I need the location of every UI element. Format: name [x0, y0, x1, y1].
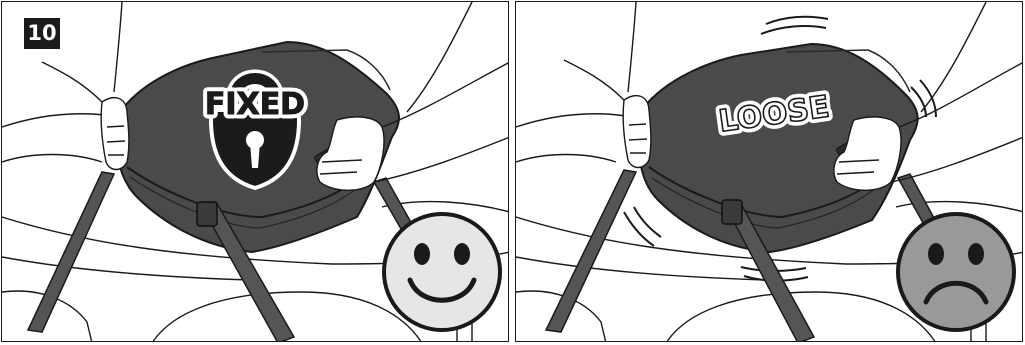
strap-buckle: [196, 201, 218, 227]
smiley-face-icon: [382, 212, 502, 332]
padlock-icon: [208, 69, 302, 191]
arm-left: [563, 59, 625, 101]
step-number-badge: 10: [24, 18, 60, 49]
hand-left: [100, 96, 130, 171]
bag-body: [637, 42, 919, 254]
strap-buckle: [721, 199, 743, 225]
hands: [563, 59, 1022, 191]
arm-left: [41, 61, 103, 103]
strap-left: [544, 169, 638, 333]
arm-right: [381, 62, 508, 128]
hand-right: [316, 116, 385, 191]
fixed-label-outline: FIXED: [205, 87, 305, 122]
fixed-illustration: FIXED FIXED: [2, 2, 508, 341]
strap-left: [26, 171, 116, 333]
arm-right: [898, 62, 1022, 128]
straps: [544, 169, 948, 341]
panel-fixed: FIXED FIXED 10: [1, 1, 509, 342]
hands: [41, 61, 508, 191]
sad-face-icon: [896, 212, 1016, 332]
fixed-label: FIXED: [205, 87, 305, 122]
panel-loose: LOOSE LOOSE: [515, 1, 1023, 342]
loose-illustration: LOOSE LOOSE: [516, 2, 1022, 341]
hand-right: [833, 116, 902, 191]
hand-left: [622, 94, 652, 169]
